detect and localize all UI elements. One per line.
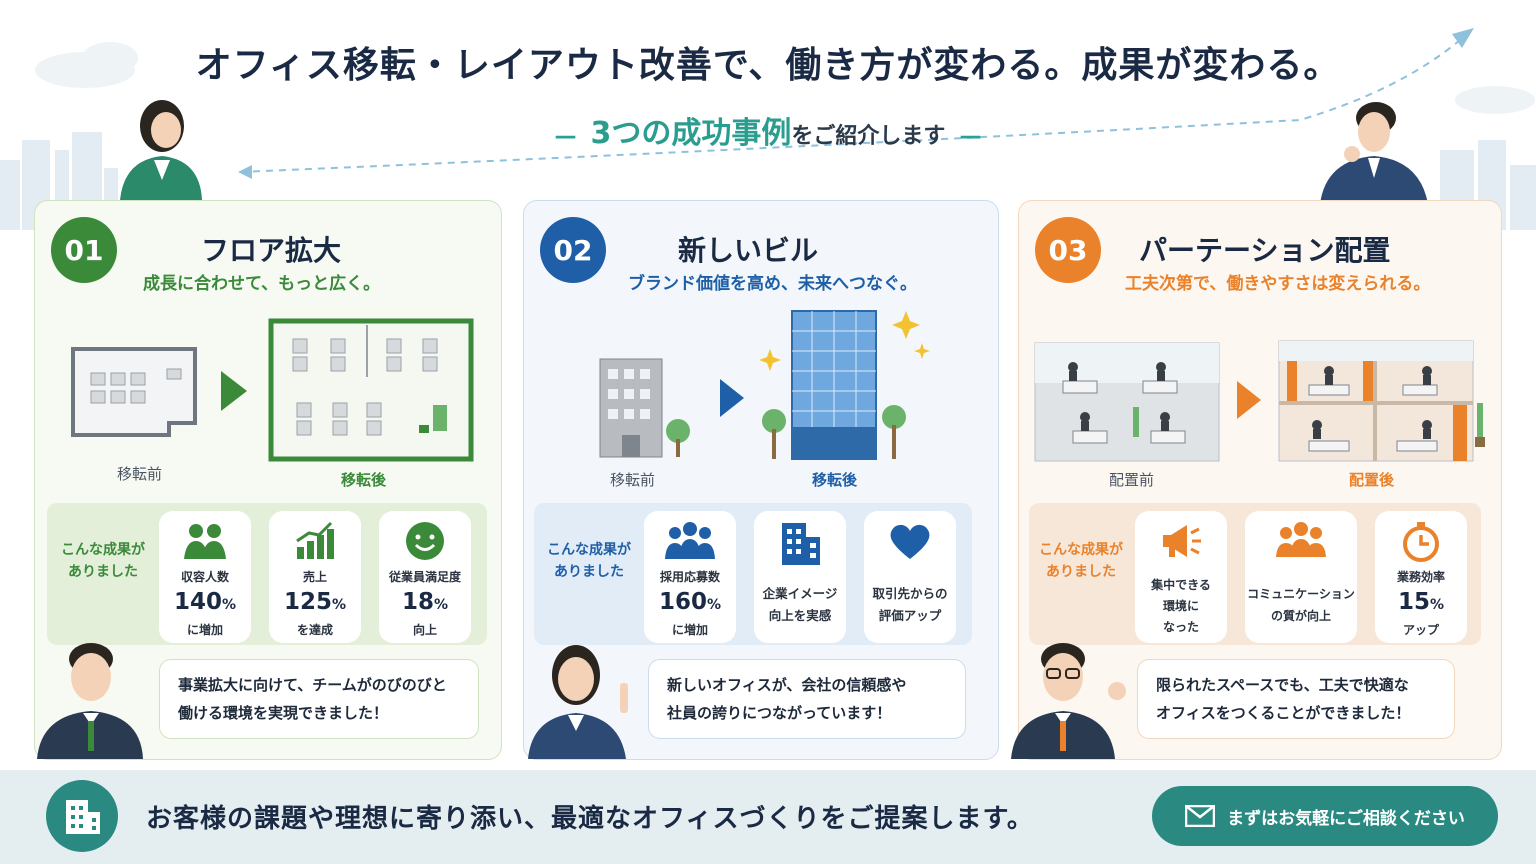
stat-label: 集中できる 環境に なった <box>1151 578 1211 634</box>
results-band: こんな成果が ありました 採用応募数 160% に増加 企業イメージ 向上を実感… <box>534 503 972 645</box>
stat-label: 採用応募数 <box>659 570 720 584</box>
case-tagline: 工夫次第で、働きやすさは変えられる。 <box>1125 274 1431 294</box>
businessman-glasses-illustration <box>1011 643 1126 759</box>
testimonial-bubble: 事業拡大に向けて、チームがのびのびと 働ける環境を実現できました！ <box>159 659 479 739</box>
case-card-floor-expansion: 01 フロア拡大 成長に合わせて、もっと広く。 移転前 移転後 <box>34 200 502 760</box>
stat-label: 売上 <box>302 570 327 584</box>
case-card-partition-layout: 03 パーテーション配置 工夫次第で、働きやすさは変えられる。 <box>1011 200 1502 760</box>
before-caption: 配置前 <box>1109 471 1155 489</box>
stat-card-client-rating: 取引先からの 評価アップ <box>864 511 956 643</box>
man-thinking-illustration <box>1320 102 1428 204</box>
footer-message: お客様の課題や理想に寄り添い、最適なオフィスづくりをご提案します。 <box>146 804 1034 834</box>
stat-value: 15% <box>1397 589 1445 615</box>
stat-card-capacity: 収容人数 140% に増加 <box>159 511 251 643</box>
subtitle-accent: 3つの成功事例 <box>590 116 792 151</box>
stat-label: 業務効率 <box>1396 570 1445 584</box>
office-before-illustration <box>1034 342 1220 462</box>
office-after-illustration <box>1278 340 1485 462</box>
case-tagline: 成長に合わせて、もっと広く。 <box>143 274 381 294</box>
case-card-new-building: 02 新しいビル ブランド価値を高め、未来へつなぐ。 移転前 移転後 こんな成果… <box>523 200 999 760</box>
after-caption: 移転後 <box>341 471 387 489</box>
stat-sub: アップ <box>1402 623 1439 637</box>
growth-chart-icon <box>296 521 334 559</box>
before-caption: 移転前 <box>117 465 163 483</box>
results-label: こんな成果が ありました <box>1039 542 1123 580</box>
timer-icon <box>1403 522 1439 562</box>
case-number-badge: 02 <box>540 217 606 283</box>
stat-sub: に増加 <box>186 623 223 637</box>
footer-banner: お客様の課題や理想に寄り添い、最適なオフィスづくりをご提案します。 まずはお気軽… <box>0 770 1536 864</box>
testimonial-bubble: 新しいオフィスが、会社の信頼感や 社員の誇りにつながっています！ <box>648 659 966 739</box>
stat-label: 従業員満足度 <box>388 570 461 584</box>
stat-card-applications: 採用応募数 160% に増加 <box>644 511 736 643</box>
after-caption: 移転後 <box>812 471 858 489</box>
case-title: フロア拡大 <box>201 234 342 267</box>
contact-button-label: まずはお気軽にご相談ください <box>1227 808 1465 829</box>
arrow-right-icon <box>720 379 744 417</box>
results-band: こんな成果が ありました 集中できる 環境に なった コミュニケーション の質が… <box>1029 503 1481 645</box>
results-label: こんな成果が ありました <box>61 542 145 580</box>
stat-label: コミュニケーション の質が向上 <box>1247 587 1355 623</box>
megaphone-icon <box>1163 525 1201 557</box>
floorplan-before-illustration <box>71 347 197 437</box>
testimonial-bubble: 限られたスペースでも、工夫で快適な オフィスをつくることができました！ <box>1137 659 1455 739</box>
smile-icon <box>406 522 444 560</box>
before-caption: 移転前 <box>610 471 656 489</box>
arrow-right-icon <box>1237 381 1261 419</box>
subtitle-rest: をご紹介します <box>791 124 946 149</box>
floorplan-after-illustration <box>268 318 474 462</box>
main-title: オフィス移転・レイアウト改善で、働き方が変わる。成果が変わる。 <box>195 45 1341 86</box>
businesswoman-illustration <box>528 645 628 759</box>
heart-icon <box>890 524 930 559</box>
results-label: こんな成果が ありました <box>547 542 631 580</box>
stat-sub: を達成 <box>296 623 333 637</box>
subtitle-dash-left: — <box>554 124 577 149</box>
subtitle-dash-right: — <box>959 124 982 149</box>
businessman-illustration <box>37 643 143 759</box>
stat-sub: 向上 <box>412 623 437 637</box>
stat-label: 企業イメージ 向上を実感 <box>762 586 838 623</box>
people-icon <box>1276 522 1326 557</box>
building-icon <box>782 523 820 565</box>
after-caption: 配置後 <box>1349 471 1395 489</box>
case-title: パーテーション配置 <box>1139 234 1391 267</box>
contact-button[interactable]: まずはお気軽にご相談ください <box>1152 786 1498 846</box>
stat-card-satisfaction: 従業員満足度 18% 向上 <box>379 511 471 643</box>
case-tagline: ブランド価値を高め、未来へつなぐ。 <box>628 274 917 294</box>
woman-presenter-illustration <box>120 100 202 200</box>
case-number-badge: 01 <box>51 217 117 283</box>
stat-label: 収容人数 <box>180 570 229 584</box>
case-title: 新しいビル <box>678 234 819 267</box>
people-icon <box>184 524 226 559</box>
stat-sub: に増加 <box>671 623 708 637</box>
arrow-right-icon <box>221 371 247 411</box>
office-building-icon <box>46 780 118 852</box>
stat-card-communication: コミュニケーション の質が向上 <box>1245 511 1357 643</box>
results-band: こんな成果が ありました 収容人数 140% に増加 売上 125% を達成 従… <box>47 503 487 645</box>
stat-label: 取引先からの 評価アップ <box>872 586 948 623</box>
stat-card-sales: 売上 125% を達成 <box>269 511 361 643</box>
old-building-illustration <box>599 358 690 458</box>
stat-value: 18% <box>401 589 449 615</box>
mail-icon <box>1185 805 1216 827</box>
new-building-illustration <box>759 310 930 460</box>
subtitle: — 3つの成功事例をご紹介します — <box>0 108 1536 152</box>
stat-value: 125% <box>283 589 347 615</box>
stat-value: 140% <box>173 589 237 615</box>
stat-card-efficiency: 業務効率 15% アップ <box>1375 511 1467 643</box>
stat-card-focus: 集中できる 環境に なった <box>1135 511 1227 643</box>
stat-card-brand-image: 企業イメージ 向上を実感 <box>754 511 846 643</box>
case-number-badge: 03 <box>1035 217 1101 283</box>
stat-value: 160% <box>658 589 722 615</box>
people-icon <box>665 522 715 559</box>
